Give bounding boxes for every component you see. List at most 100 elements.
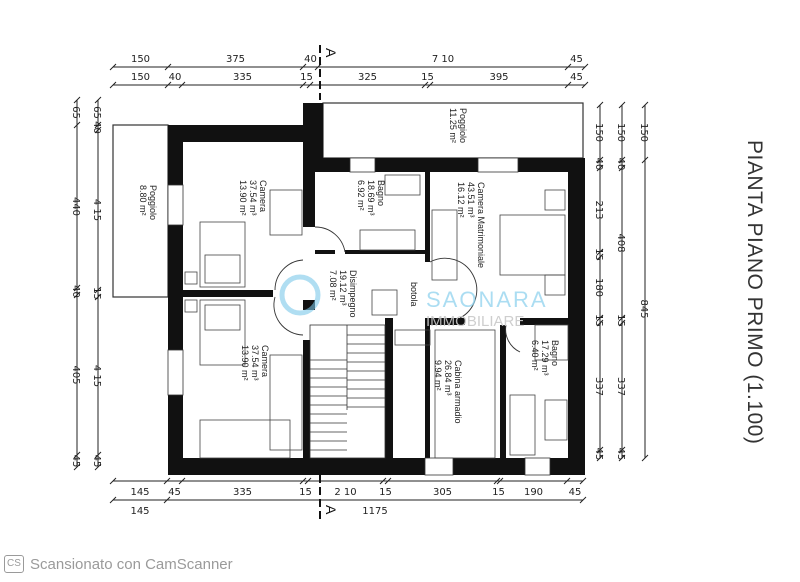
doors [273, 226, 521, 353]
section-marker-top: A [323, 48, 339, 58]
dimension-label: 405 [70, 365, 81, 384]
dimension-label: 4 15 [91, 199, 102, 221]
dimension-label: 45 [570, 54, 583, 65]
dimension-label: 65 [91, 106, 102, 119]
dimension-label: 40 [304, 54, 317, 65]
room-name: Disimpegno [348, 270, 358, 318]
dimension-label: 408 [615, 233, 626, 252]
room-volume: 37.54 m³ [250, 345, 260, 381]
dimension-label: 1175 [362, 506, 387, 517]
dimension-label: 325 [358, 72, 377, 83]
dimension-label: 40 [169, 72, 182, 83]
room-area: 11.25 m² [448, 108, 458, 143]
dimension-label: 15 [593, 248, 604, 261]
dimension-label: 150 [131, 54, 150, 65]
dimension-label: 45 [70, 455, 81, 468]
dimension-label: 337 [593, 377, 604, 396]
dimension-bottom-row2: 145 1175 [109, 496, 587, 517]
room-volume: 19.12 m³ [338, 270, 348, 306]
dimension-label: 15 [91, 287, 102, 300]
room-label-botola: botola [409, 282, 419, 307]
dimension-left-outer: 65 440 40 405 45 [70, 96, 81, 471]
room-volume: 37.54 m³ [248, 180, 258, 216]
dimension-label: 213 [593, 200, 604, 219]
dimension-label: 45 [570, 72, 583, 83]
room-name: Cabina armadio [453, 360, 463, 424]
dimension-label: 45 [91, 455, 102, 468]
dimension-label: 305 [433, 487, 452, 498]
dimension-label: 65 [70, 106, 81, 119]
dimension-label: 15 [492, 487, 505, 498]
room-volume: 17.29 m³ [540, 340, 550, 376]
room-area: 7.08 m² [328, 270, 338, 301]
dimension-label: 40 [615, 158, 626, 171]
dimension-label: 150 [593, 123, 604, 142]
room-area: 13.90 m² [238, 180, 248, 216]
dimension-label: 45 [168, 487, 181, 498]
plan-title: PIANTA PIANO PRIMO (1.100) [743, 140, 766, 444]
dimension-label: 45 [569, 487, 582, 498]
dimension-label: 845 [638, 299, 649, 318]
dimension-label: 15 [379, 487, 392, 498]
dimension-right-col1: 150 40 213 15 180 15 337 45 [593, 101, 604, 462]
dimension-label: 440 [70, 197, 81, 216]
dimension-label: 40 [70, 285, 81, 298]
room-area: 9.94 m² [433, 360, 443, 391]
camscanner-logo: CS [4, 555, 24, 573]
room-area: 6.92 m² [356, 180, 366, 211]
staircase [309, 324, 386, 459]
dimension-label: 45 [615, 448, 626, 461]
room-name: Poggiolo [458, 108, 468, 143]
dimension-label: 15 [593, 314, 604, 327]
dimension-label: 150 [615, 123, 626, 142]
dimension-label: 2 10 [334, 487, 356, 498]
dimension-label: 190 [524, 487, 543, 498]
dimension-label: 145 [130, 506, 149, 517]
dimension-label: 150 [131, 72, 150, 83]
footer-text: Scansionato con CamScanner [30, 555, 233, 573]
dimension-label: 45 [593, 448, 604, 461]
dimension-label: 15 [300, 72, 313, 83]
room-volume: 43.51 m³ [466, 182, 476, 218]
room-name: Bagno [376, 180, 386, 206]
dimension-label: 337 [615, 377, 626, 396]
dimension-label: 335 [233, 487, 252, 498]
dimension-label: 15 [299, 487, 312, 498]
room-area: 13.90 m² [240, 345, 250, 381]
dimension-label: 7 10 [432, 54, 454, 65]
dimension-label: 180 [593, 278, 604, 297]
watermark-line2: IMMOBILIARE [426, 313, 524, 330]
room-name: botola [409, 282, 419, 307]
room-name: Camera Matrimoniale [476, 182, 486, 268]
windows [167, 157, 551, 476]
dimension-label: 15 [421, 72, 434, 83]
room-area: 6.40 m² [530, 340, 540, 371]
footer: CS Scansionato con CamScanner [4, 555, 233, 573]
dimension-label: 4 15 [91, 365, 102, 387]
room-volume: 18.69 m³ [366, 180, 376, 216]
dimension-label: 335 [233, 72, 252, 83]
dimension-label: 145 [130, 487, 149, 498]
room-name: Camera [260, 345, 270, 377]
dimension-label: 40 [593, 158, 604, 171]
balcony-left [112, 124, 169, 298]
room-name: Poggiolo [148, 185, 158, 220]
room-name: Camera [258, 180, 268, 212]
furniture [184, 174, 569, 459]
dimension-label: 150 [638, 123, 649, 142]
